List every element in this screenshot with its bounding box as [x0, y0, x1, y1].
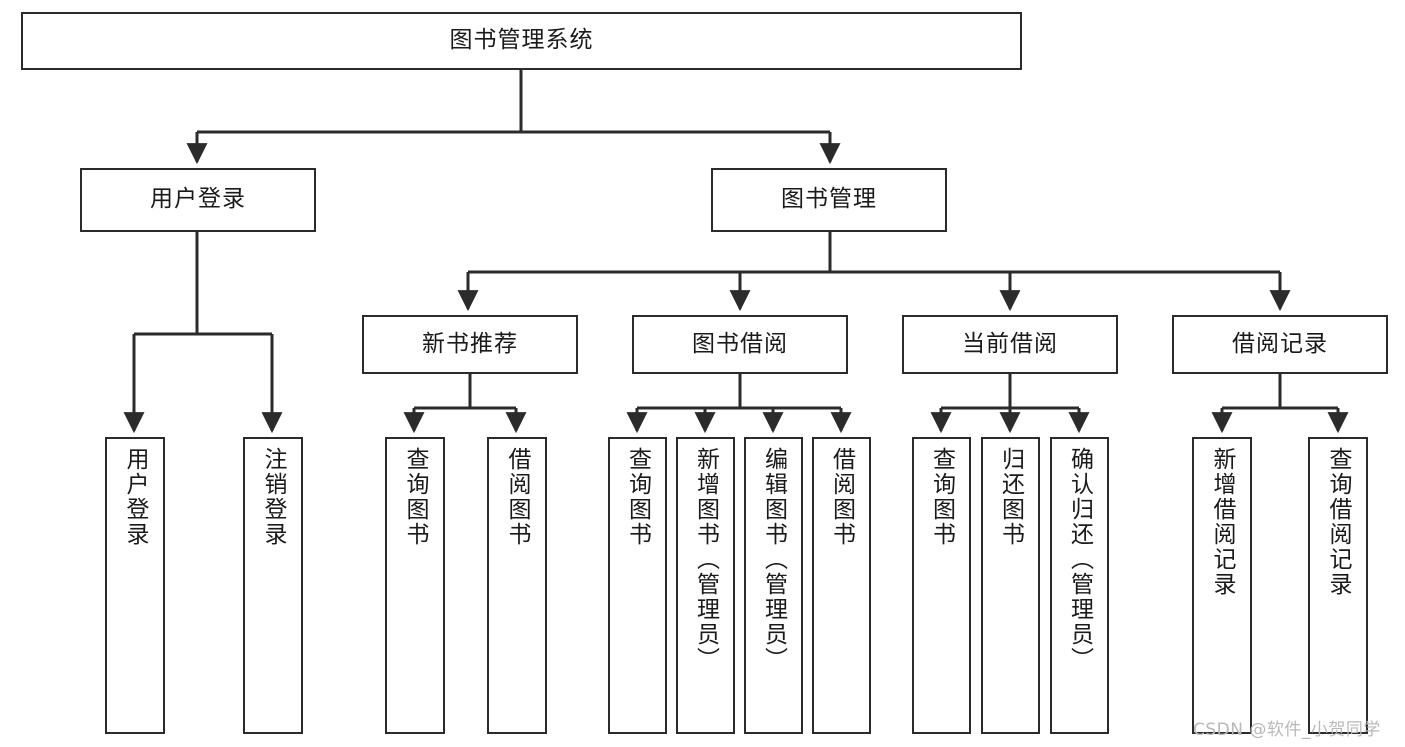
leaf-nbr-query-book-label: 查询图书: [402, 447, 429, 547]
leaf-br-add-record-label: 新增借阅记录: [1209, 447, 1236, 597]
leaf-cb-confirm-return-label: 确认归还（管理员）: [1066, 447, 1093, 672]
node-book-borrow-label: 图书借阅: [692, 330, 788, 357]
leaf-user-login-label: 用户登录: [122, 447, 149, 547]
leaf-cb-confirm-return[interactable]: 确认归还（管理员）: [1050, 437, 1109, 734]
leaf-br-add-record[interactable]: 新增借阅记录: [1192, 437, 1252, 734]
leaf-bb-query-book-label: 查询图书: [624, 447, 651, 547]
leaf-nbr-borrow-book[interactable]: 借阅图书: [487, 437, 547, 734]
node-current-borrow-label: 当前借阅: [962, 330, 1058, 357]
node-root-system-label: 图书管理系统: [449, 27, 594, 54]
leaf-cb-return-book-label: 归还图书: [997, 447, 1024, 547]
node-book-management[interactable]: 图书管理: [711, 168, 947, 232]
node-book-borrow[interactable]: 图书借阅: [632, 315, 848, 374]
leaf-bb-borrow-book-label: 借阅图书: [828, 447, 855, 547]
leaf-cb-query-book[interactable]: 查询图书: [912, 437, 971, 734]
leaf-bb-query-book[interactable]: 查询图书: [608, 437, 667, 734]
node-new-book-recommend-label: 新书推荐: [422, 330, 518, 357]
leaf-bb-edit-book-label: 编辑图书（管理员）: [760, 447, 787, 672]
node-root-system[interactable]: 图书管理系统: [21, 12, 1022, 70]
leaf-br-query-record[interactable]: 查询借阅记录: [1308, 437, 1368, 734]
leaf-bb-edit-book[interactable]: 编辑图书（管理员）: [744, 437, 803, 734]
csdn-watermark: CSDN @软件_小贺同学: [1193, 720, 1381, 740]
leaf-bb-add-book[interactable]: 新增图书（管理员）: [676, 437, 735, 734]
node-borrow-records-label: 借阅记录: [1232, 330, 1328, 357]
leaf-user-login[interactable]: 用户登录: [105, 437, 165, 734]
node-new-book-recommend[interactable]: 新书推荐: [362, 315, 578, 374]
leaf-nbr-query-book[interactable]: 查询图书: [385, 437, 445, 734]
leaf-cb-query-book-label: 查询图书: [928, 447, 955, 547]
node-book-management-label: 图书管理: [781, 186, 877, 213]
leaf-logout[interactable]: 注销登录: [243, 437, 303, 734]
leaf-cb-return-book[interactable]: 归还图书: [981, 437, 1040, 734]
leaf-bb-add-book-label: 新增图书（管理员）: [692, 447, 719, 672]
leaf-logout-label: 注销登录: [260, 447, 287, 547]
leaf-br-query-record-label: 查询借阅记录: [1325, 447, 1352, 597]
node-user-login-label: 用户登录: [150, 186, 246, 213]
node-current-borrow[interactable]: 当前借阅: [902, 315, 1118, 374]
node-user-login[interactable]: 用户登录: [80, 168, 316, 232]
leaf-bb-borrow-book[interactable]: 借阅图书: [812, 437, 871, 734]
node-borrow-records[interactable]: 借阅记录: [1172, 315, 1388, 374]
leaf-nbr-borrow-book-label: 借阅图书: [504, 447, 531, 547]
